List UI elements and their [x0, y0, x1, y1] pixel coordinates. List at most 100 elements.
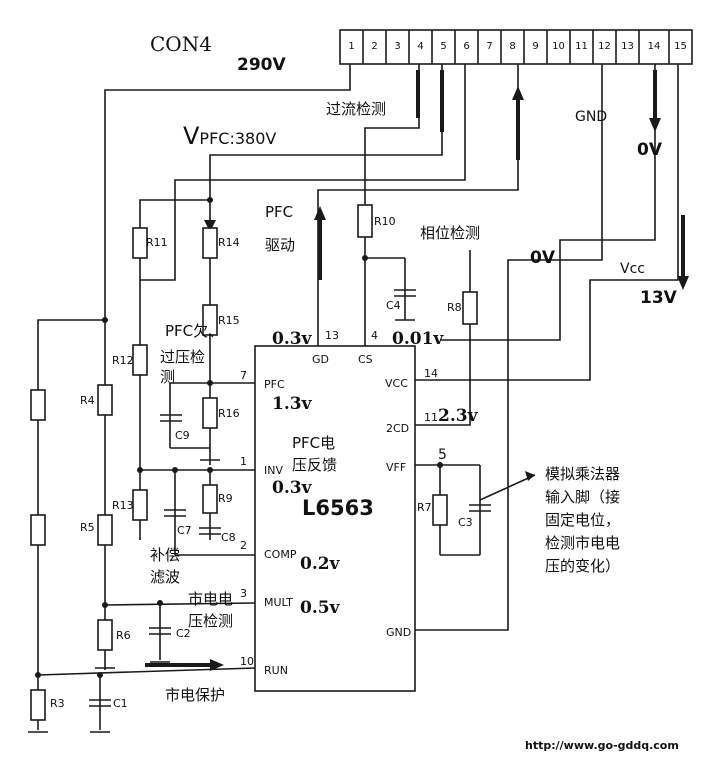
ic-pin-inv: INV: [264, 464, 283, 477]
connector-name: CON4: [150, 32, 212, 56]
arrow-head-4: [314, 206, 326, 220]
ic-body: [254, 345, 416, 692]
label-r10: R10: [374, 215, 396, 228]
source-url: http://www.go-gddq.com: [525, 739, 679, 752]
connector-pin-15: 15: [674, 41, 687, 52]
label-r13: R13: [112, 499, 134, 512]
ic-pin-run: RUN: [264, 664, 288, 677]
label-comp-2: 滤波: [150, 568, 181, 586]
label-mains-det-2: 压检测: [188, 612, 234, 630]
vpfc-rest: PFC:380V: [199, 129, 277, 148]
label-r9: R9: [218, 492, 233, 505]
label-r16: R16: [218, 407, 240, 420]
voltage-gd: 0.3v: [272, 329, 312, 349]
connector-pin-4: 4: [417, 41, 424, 52]
connector-pin-14: 14: [647, 41, 661, 52]
pin-num-vff: 5: [438, 447, 447, 463]
connector-pin-3: 3: [394, 41, 401, 52]
capacitors: [89, 289, 491, 707]
label-r6: R6: [116, 629, 131, 642]
connector-pin-1: 1: [348, 41, 355, 52]
arrow-head-6: [204, 220, 216, 232]
arrow-head-5: [210, 659, 224, 671]
label-r5: R5: [80, 521, 95, 534]
ic-pin-cs: CS: [358, 353, 373, 366]
voltage-mult: 0.5v: [300, 598, 340, 618]
ic-pin-comp: COMP: [264, 548, 297, 561]
label-c9: C9: [175, 429, 190, 442]
label-mult-in-1: 模拟乘法器: [545, 465, 621, 483]
arrow-head-3: [512, 86, 524, 100]
ic-pin-vff: VFF: [386, 461, 407, 474]
label-r11: R11: [146, 236, 168, 249]
connector-pin-2: 2: [371, 41, 378, 52]
label-pfc-drive-2: 驱动: [265, 236, 296, 254]
ic-pin-mult: MULT: [264, 596, 293, 609]
label-c2: C2: [176, 627, 191, 640]
label-r14: R14: [218, 236, 240, 249]
connector-body: [339, 29, 693, 65]
label-mains-prot: 市电保护: [165, 686, 226, 704]
label-mains-det-1: 市电电: [188, 590, 234, 608]
label-c3: C3: [458, 516, 473, 529]
label-c7: C7: [177, 524, 192, 537]
connector-pin-6: 6: [463, 41, 470, 52]
label-vcc: Vcc: [620, 261, 645, 277]
arrow-head-1: [649, 118, 661, 132]
voltage-290v: 290V: [237, 55, 286, 75]
pin-num-vcc: 14: [424, 367, 438, 380]
label-mult-in-3: 固定电位，: [545, 511, 621, 529]
ground-symbols: [28, 319, 415, 733]
label-c8: C8: [221, 531, 236, 544]
voltage-zcd: 2.3v: [438, 406, 478, 426]
current-arrows: [145, 70, 689, 671]
label-pfc-fb-2: 压反馈: [292, 456, 338, 474]
label-r7: R7: [417, 501, 432, 514]
pin-num-comp: 2: [240, 539, 247, 552]
voltage-inv: 0.3v: [272, 478, 312, 498]
resistors: [30, 204, 478, 721]
connector-pin-5: 5: [440, 41, 447, 52]
vpfc-v: V: [183, 122, 200, 150]
label-r15: R15: [218, 314, 240, 327]
voltage-0v-top: 0V: [637, 140, 662, 160]
ic-pin-gd: GD: [312, 353, 329, 366]
label-pfc-ov-2: 过压检: [160, 348, 206, 366]
connector-pin-10: 10: [552, 41, 565, 52]
label-comp-1: 补偿: [150, 546, 181, 564]
label-overcurrent: 过流检测: [326, 100, 387, 118]
label-gnd: GND: [575, 109, 608, 125]
label-pfc-drive-1: PFC: [265, 203, 294, 221]
label-phase-detect: 相位检测: [420, 224, 481, 242]
label-pfc-ov-3: 测: [160, 368, 176, 386]
voltage-13v: 13V: [640, 288, 677, 308]
pin-num-gd: 13: [325, 329, 339, 342]
pin-num-cs: 4: [371, 329, 378, 342]
connector-dividers: [362, 30, 670, 64]
pin-num-run: 10: [240, 655, 254, 668]
arrow-head-7: [525, 471, 535, 481]
label-mult-in-4: 检测市电电: [545, 534, 621, 552]
voltage-cs: 0.01v: [392, 329, 444, 349]
label-mult-in-5: 压的变化）: [545, 557, 621, 575]
arrow-head-2: [677, 276, 689, 290]
connector-pin-9: 9: [532, 41, 539, 52]
connector-pin-12: 12: [598, 41, 611, 52]
junction-dots: [35, 197, 443, 678]
label-r3: R3: [50, 697, 65, 710]
pin-num-zcd: 11: [424, 411, 438, 424]
wires: [37, 64, 679, 730]
pin-num-inv: 1: [240, 455, 247, 468]
connector-pin-13: 13: [621, 41, 634, 52]
connector-pin-11: 11: [575, 41, 588, 52]
ic-pin-pfc: PFC: [264, 378, 285, 391]
label-pfc-ov-1: PFC欠、: [165, 322, 224, 340]
label-r12: R12: [112, 354, 134, 367]
label-r8: R8: [447, 301, 462, 314]
ic-name: L6563: [302, 496, 374, 520]
ic-pin-vcc: VCC: [385, 377, 408, 390]
label-mult-in-2: 输入脚（接: [545, 488, 621, 506]
vpfc-label: VPFC:380V: [183, 124, 276, 148]
label-c1: C1: [113, 697, 128, 710]
